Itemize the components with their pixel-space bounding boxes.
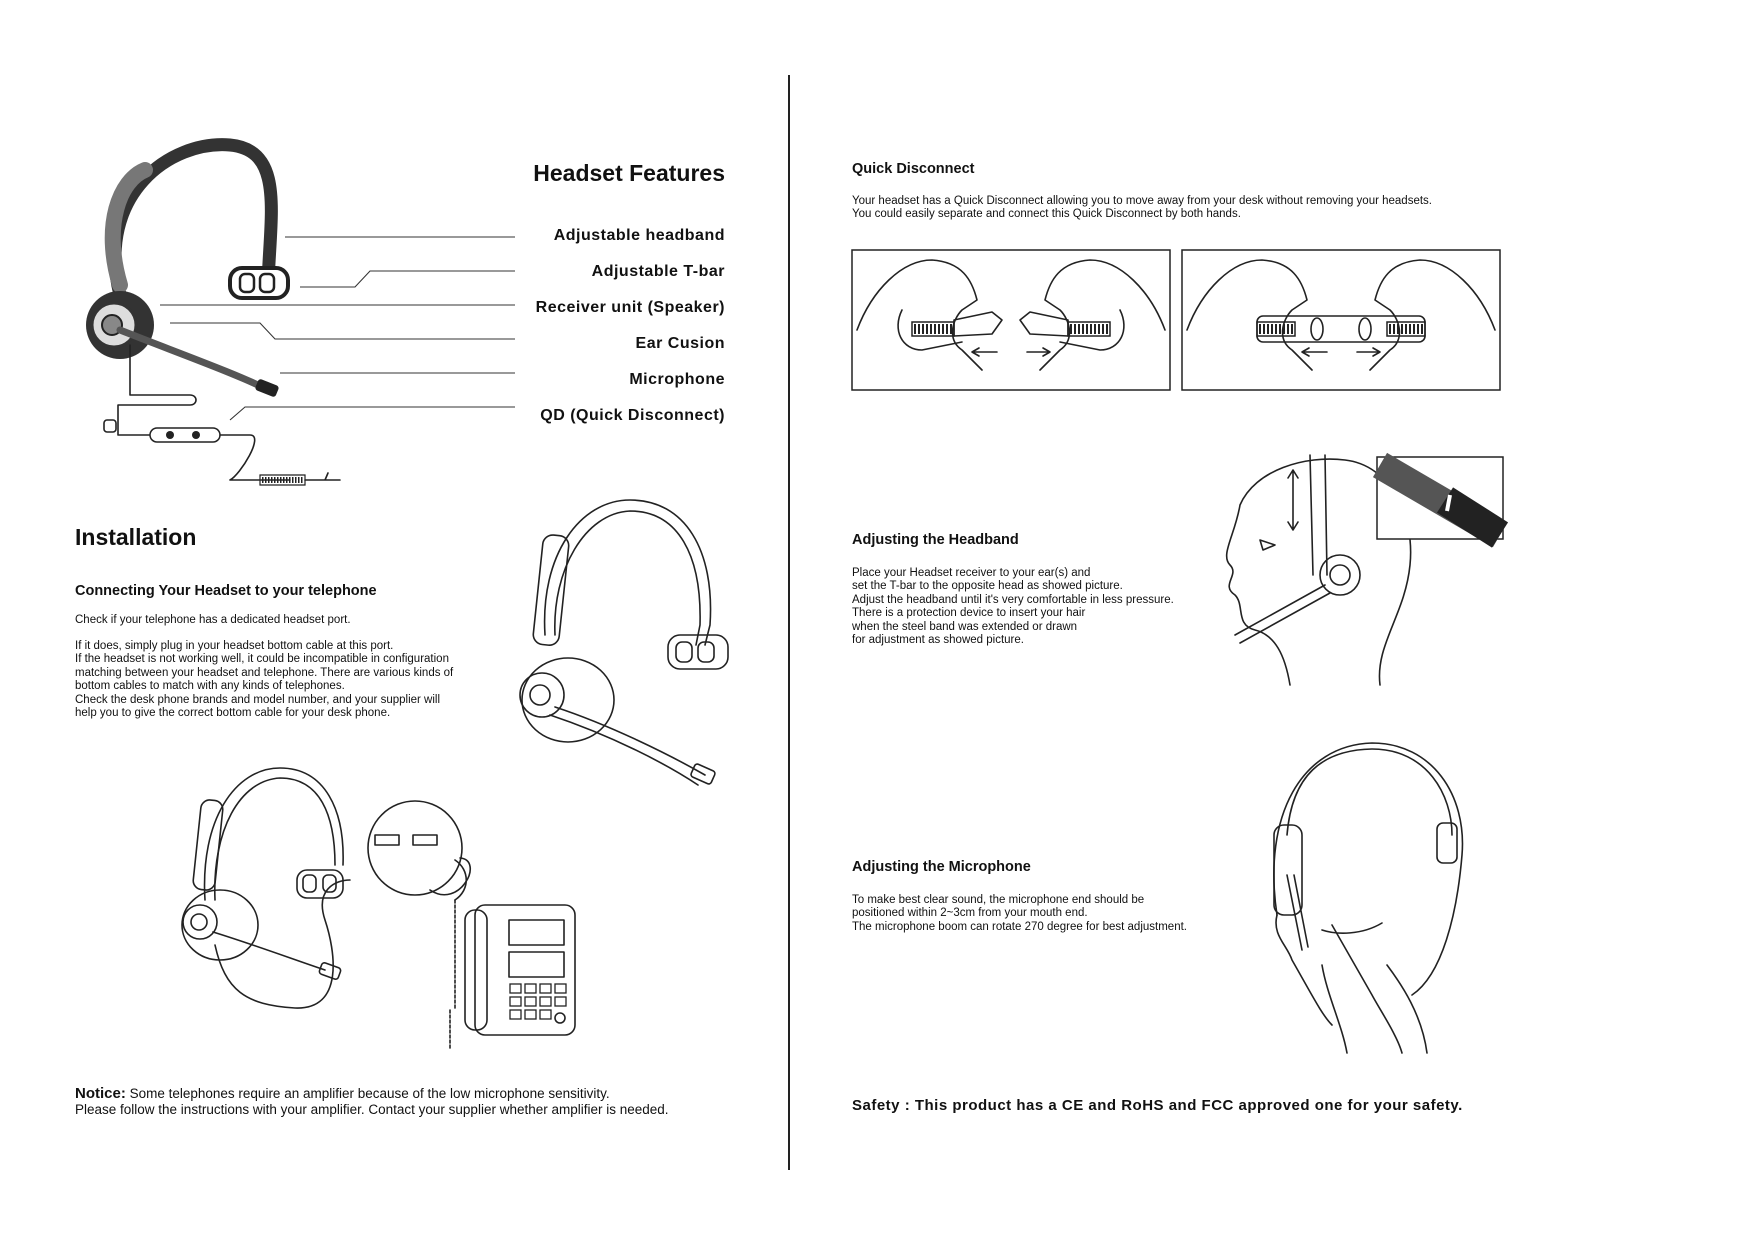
feature-label-qd: QD (Quick Disconnect) (540, 407, 725, 424)
qd-separate-illustration (851, 249, 1171, 391)
headset-outline-illustration (519, 499, 729, 786)
quick-disconnect-title: Quick Disconnect (852, 161, 975, 177)
feature-label-microphone: Microphone (629, 371, 725, 388)
page-divider (788, 75, 790, 1170)
headband-title: Adjusting the Headband (852, 532, 1019, 548)
feature-label-tbar: Adjustable T-bar (591, 263, 725, 280)
headset-features-title: Headset Features (533, 160, 725, 186)
installation-subtitle: Connecting Your Headset to your telephon… (75, 583, 377, 599)
quick-disconnect-text: Your headset has a Quick Disconnect allo… (852, 195, 1432, 221)
microphone-title: Adjusting the Microphone (852, 859, 1031, 875)
phone-connection-illustration (181, 767, 576, 1051)
notice-line-1: Some telephones require an amplifier bec… (125, 1086, 610, 1101)
headband-text: Place your Headset receiver to your ear(… (852, 567, 1174, 647)
feature-label-ear-cushion: Ear Cusion (635, 335, 725, 352)
feature-label-headband: Adjustable headband (553, 227, 725, 244)
notice-text: Notice: Some telephones require an ampli… (75, 1086, 755, 1118)
headset-features-illustration (86, 138, 341, 486)
installation-title: Installation (75, 524, 197, 550)
feature-label-receiver: Receiver unit (Speaker) (535, 299, 725, 316)
installation-para-2: If it does, simply plug in your headset … (75, 640, 454, 720)
feature-labels: Adjustable headband Adjustable T-bar Rec… (520, 225, 725, 425)
microphone-adjust-illustration (1273, 742, 1464, 1054)
headband-adjust-illustration (1225, 452, 1509, 686)
notice-label: Notice: (75, 1085, 126, 1102)
notice-line-2: Please follow the instructions with your… (75, 1102, 669, 1117)
microphone-text: To make best clear sound, the microphone… (852, 894, 1187, 933)
qd-connect-illustration (1181, 249, 1501, 391)
safety-statement: Safety : This product has a CE and RoHS … (852, 1097, 1463, 1114)
feature-leader-lines (160, 236, 515, 421)
installation-para-1: Check if your telephone has a dedicated … (75, 614, 351, 626)
